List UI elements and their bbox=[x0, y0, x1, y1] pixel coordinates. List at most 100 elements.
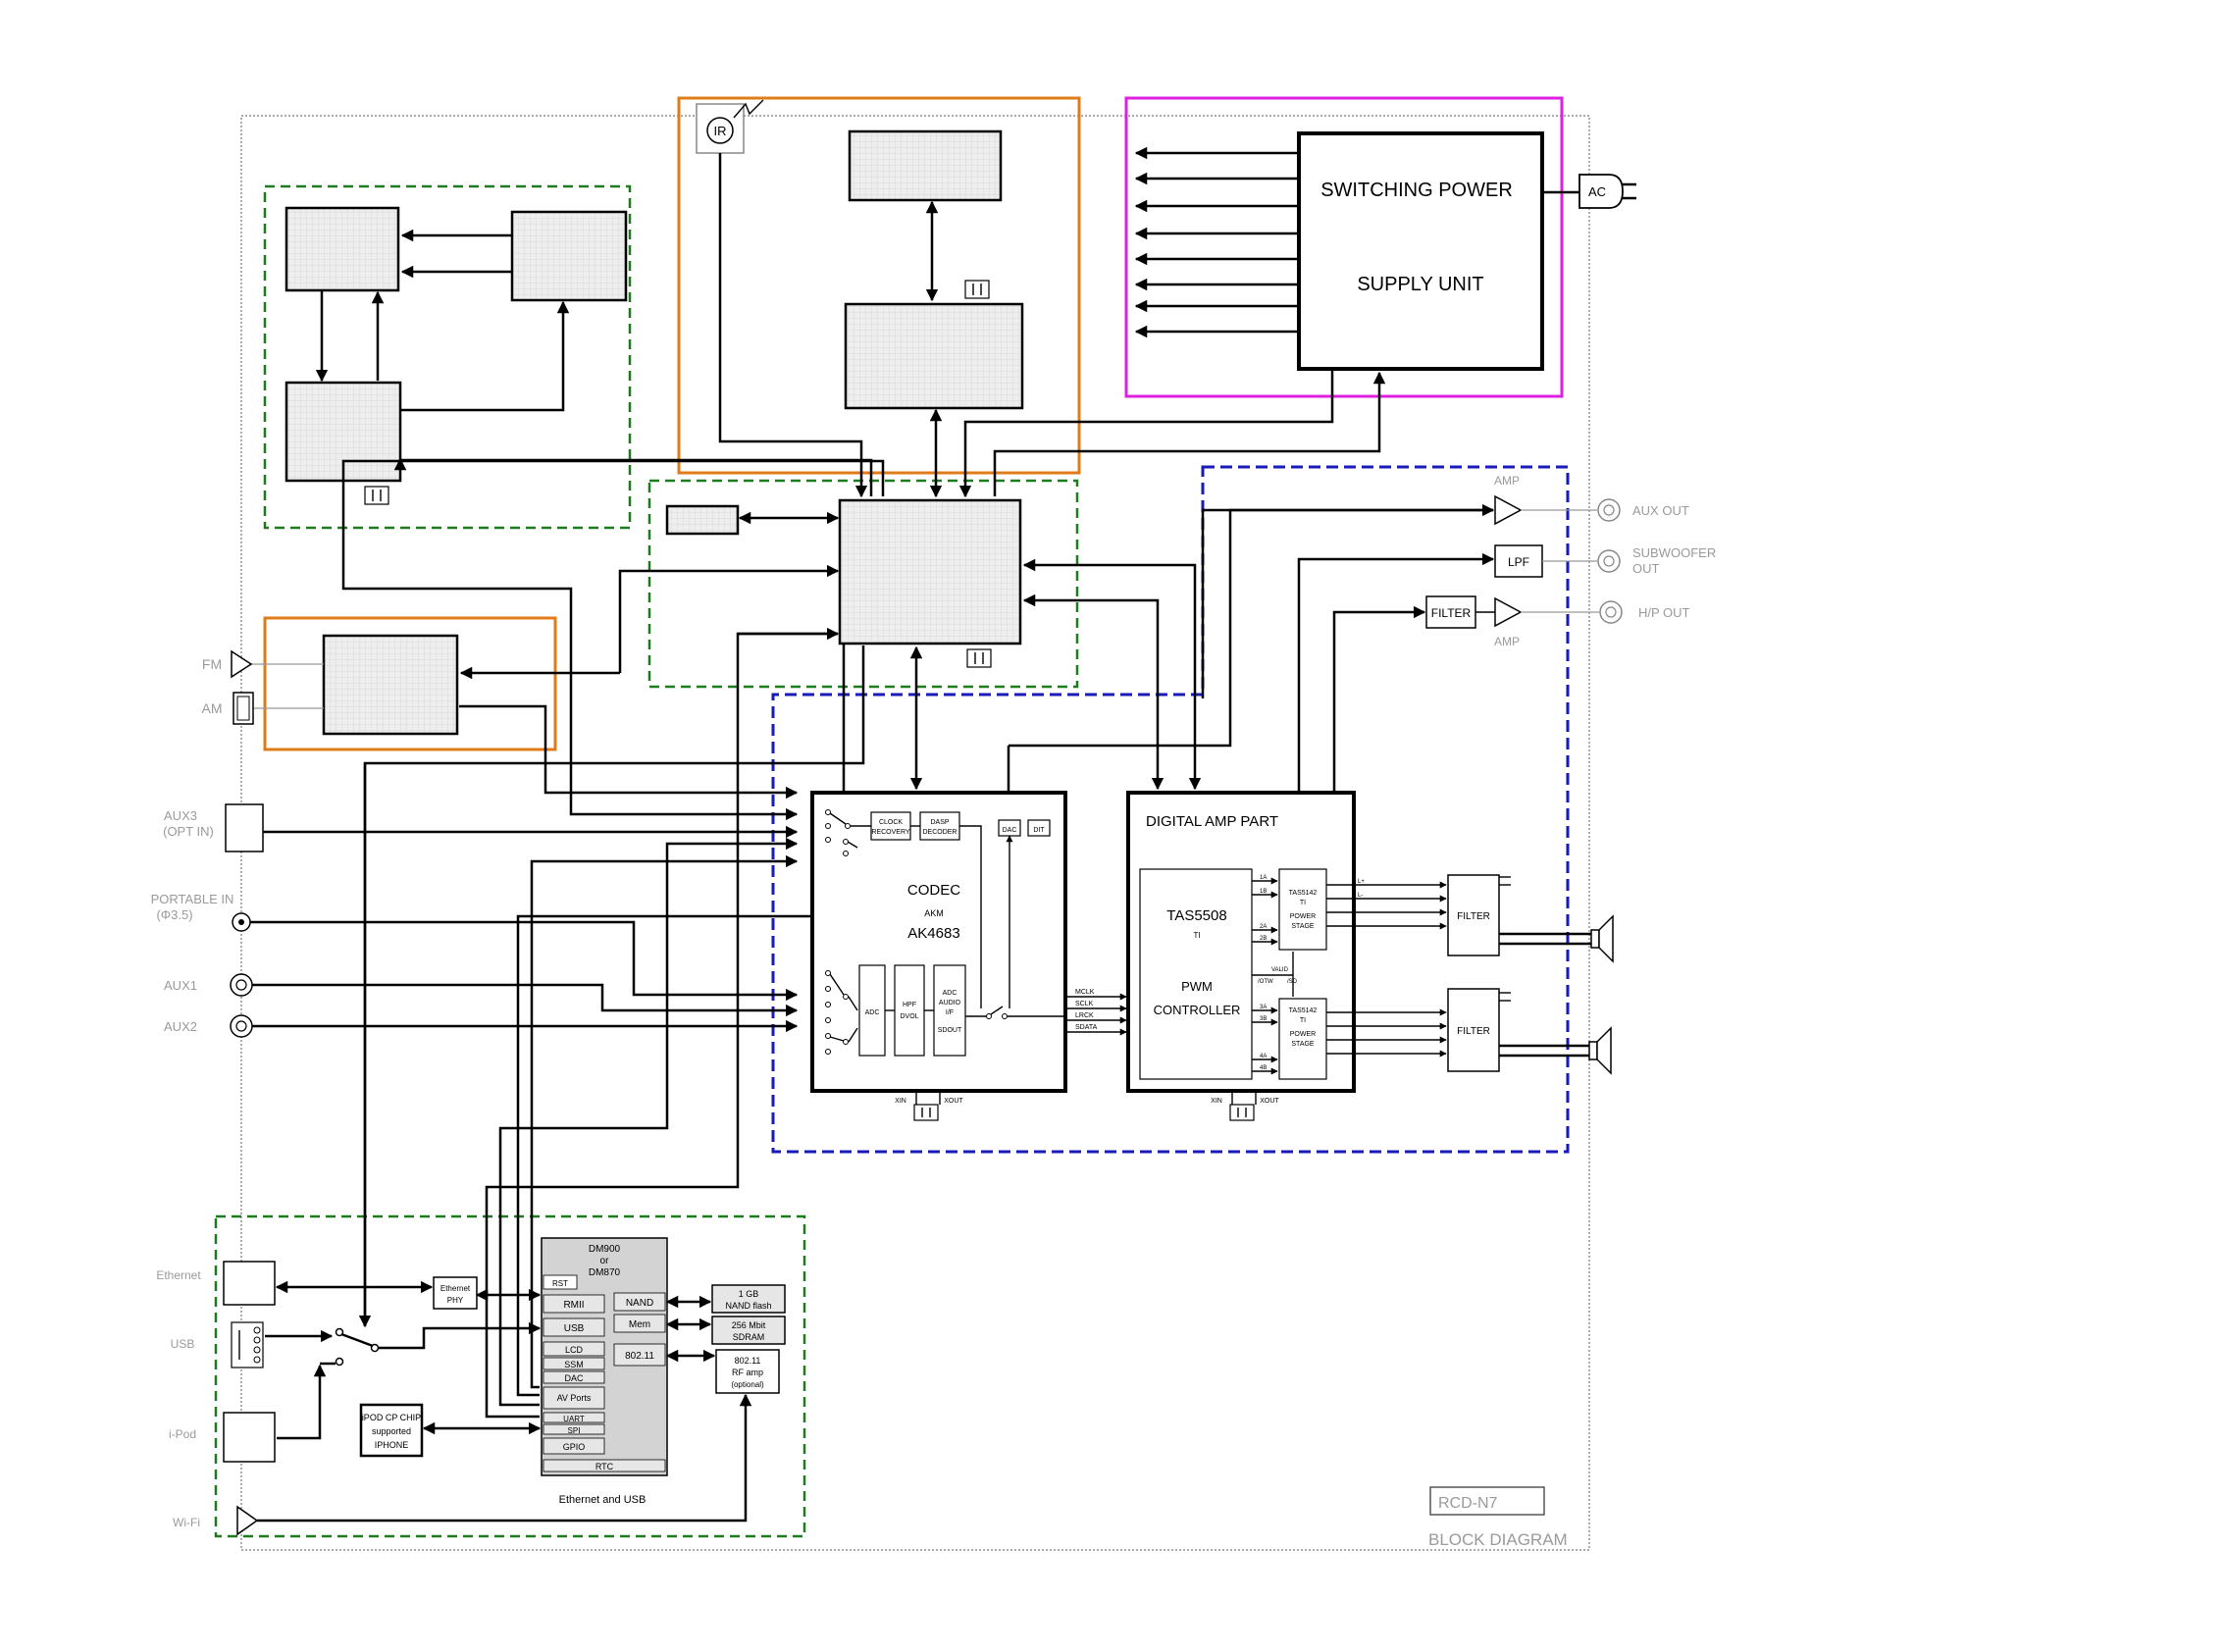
codec-maker: AKM bbox=[924, 908, 944, 918]
crystal-icon bbox=[964, 280, 990, 299]
ch1a-label: 1A bbox=[1260, 875, 1267, 881]
bus-mclk: MCLK bbox=[1075, 989, 1095, 996]
crystal-icon bbox=[966, 648, 992, 668]
rf-label-2: RF amp bbox=[732, 1368, 763, 1377]
sdram-label-1: 256 Mbit bbox=[732, 1320, 766, 1330]
sub-out-label-2: OUT bbox=[1632, 561, 1660, 576]
phy-label-1: Ethernet bbox=[440, 1284, 471, 1293]
soc-pin-list: RST RMII USB LCD SSM DAC AV Ports UART S… bbox=[543, 1274, 666, 1472]
wifi-label: Wi-Fi bbox=[173, 1516, 200, 1529]
sp-plus-label: L+ bbox=[1358, 879, 1365, 885]
otw-label: /OTW bbox=[1258, 979, 1273, 985]
adcif-label-1: ADC bbox=[943, 990, 957, 997]
power-stage-block-1 bbox=[1278, 868, 1327, 951]
stage2-line1: POWER bbox=[1290, 1031, 1316, 1038]
pwm-ti-label: TI bbox=[1193, 931, 1200, 940]
portable-label-1: PORTABLE IN bbox=[151, 892, 234, 906]
codec-dac-label: DAC bbox=[1003, 827, 1017, 834]
hpf-label-2: DVOL bbox=[900, 1013, 918, 1020]
ch3a-label: 3A bbox=[1260, 1005, 1267, 1010]
soc-pin-rst bbox=[543, 1274, 578, 1290]
usb-label: USB bbox=[171, 1337, 195, 1351]
sub-out-label-1: SUBWOOFER bbox=[1632, 545, 1716, 560]
soc-pin-rmii bbox=[543, 1294, 605, 1314]
soc-pin-lcd-label: LCD bbox=[565, 1345, 584, 1355]
soc-pin-gpio-label: GPIO bbox=[563, 1442, 586, 1452]
rf-label-1: 802.11 bbox=[735, 1356, 761, 1366]
soc-nand-label: NAND bbox=[626, 1298, 653, 1309]
soc-pin-rtc-label: RTC bbox=[595, 1462, 614, 1471]
adcif-label-2: AUDIO bbox=[939, 1000, 961, 1007]
clock-label-2: RECOVERY bbox=[871, 829, 909, 836]
block-top-left-a bbox=[285, 206, 400, 292]
fm-antenna-icon bbox=[231, 649, 253, 679]
stage1-line2: STAGE bbox=[1291, 923, 1315, 930]
ethernet-phy-block bbox=[433, 1276, 478, 1310]
ch3b-label: 3B bbox=[1260, 1016, 1267, 1022]
stage1-line1: POWER bbox=[1290, 913, 1316, 920]
soc-pin-usb-label: USB bbox=[564, 1323, 585, 1334]
hp-filter-label: FILTER bbox=[1431, 606, 1472, 620]
fm-label: FM bbox=[202, 656, 222, 672]
soc-pin-spi-label: SPI bbox=[568, 1426, 581, 1435]
ac-label: AC bbox=[1588, 184, 1606, 199]
soc-pin-spi bbox=[543, 1423, 605, 1435]
tuner-block bbox=[322, 634, 459, 736]
soc-pin-rtc bbox=[543, 1459, 666, 1472]
ch4a-label: 4A bbox=[1260, 1054, 1267, 1059]
soc-label-1: DM900 bbox=[589, 1244, 621, 1255]
power-label-2: SUPPLY UNIT bbox=[1357, 274, 1483, 295]
hp-filter-block bbox=[1425, 595, 1476, 629]
hpf-dvol-block bbox=[894, 964, 925, 1057]
adcif-label-4: SDOUT bbox=[938, 1027, 962, 1034]
ch2b-label: 2B bbox=[1260, 936, 1267, 942]
i2s-bus bbox=[1067, 993, 1127, 1036]
phy-label-2: PHY bbox=[447, 1296, 464, 1305]
model-box bbox=[1429, 1486, 1545, 1516]
power-output-arrows bbox=[1134, 146, 1299, 338]
pwm-label-2: CONTROLLER bbox=[1154, 1003, 1241, 1017]
crystal-icon bbox=[1229, 1104, 1255, 1121]
region-tuner-orange bbox=[263, 616, 557, 751]
stage1-part: TAS5142 bbox=[1289, 890, 1318, 897]
aux1-label: AUX1 bbox=[164, 978, 197, 993]
ch2a-label: 2A bbox=[1260, 924, 1267, 930]
codec-xout-label: XOUT bbox=[944, 1098, 963, 1105]
small-block-left bbox=[665, 504, 740, 536]
speaker-filter-2-label: FILTER bbox=[1457, 1026, 1490, 1037]
soc-pin-rmii-label: RMII bbox=[563, 1300, 584, 1311]
soc-pin-dac bbox=[543, 1370, 605, 1384]
power-label-1: SWITCHING POWER bbox=[1320, 180, 1513, 201]
ir-label: IR bbox=[714, 124, 727, 138]
block-diagram-label: BLOCK DIAGRAM bbox=[1428, 1530, 1568, 1549]
codec-part: AK4683 bbox=[907, 925, 959, 942]
soc-pin-rst-label: RST bbox=[552, 1279, 568, 1288]
model-label: RCD-N7 bbox=[1438, 1495, 1498, 1512]
speaker-filter-2 bbox=[1447, 988, 1500, 1072]
wifi-antenna-icon bbox=[236, 1505, 259, 1536]
codec-dit-label: DIT bbox=[1033, 827, 1045, 834]
aux3-label-2: (OPT IN) bbox=[163, 824, 214, 839]
bus-lrck: LRCK bbox=[1075, 1012, 1094, 1019]
block-top-left-b bbox=[510, 210, 628, 302]
crystal-icon bbox=[364, 486, 389, 505]
soc-wlan-label: 802.11 bbox=[625, 1351, 654, 1362]
soc-pin-uart bbox=[543, 1412, 605, 1423]
soc-pin-usb bbox=[543, 1317, 605, 1337]
codec-dit-block bbox=[1027, 819, 1051, 837]
region-remote-orange bbox=[677, 96, 1081, 475]
soc-pin-dac-label: DAC bbox=[564, 1373, 584, 1383]
aux2-label: AUX2 bbox=[164, 1019, 197, 1034]
adcif-label-3: I/F bbox=[946, 1009, 954, 1016]
soc-mem-port bbox=[613, 1314, 666, 1333]
ch1b-label: 1B bbox=[1260, 889, 1267, 895]
dasp-label-1: DASP bbox=[930, 819, 949, 826]
pwm-label-1: PWM bbox=[1181, 979, 1213, 994]
power-stage-block-2 bbox=[1278, 998, 1327, 1080]
network-caption: Ethernet and USB bbox=[559, 1494, 647, 1506]
region-power-magenta bbox=[1124, 96, 1564, 398]
ethernet-label: Ethernet bbox=[156, 1268, 201, 1282]
dasp-label-2: DECODER bbox=[922, 829, 957, 836]
soc-label-2: or bbox=[600, 1256, 610, 1266]
